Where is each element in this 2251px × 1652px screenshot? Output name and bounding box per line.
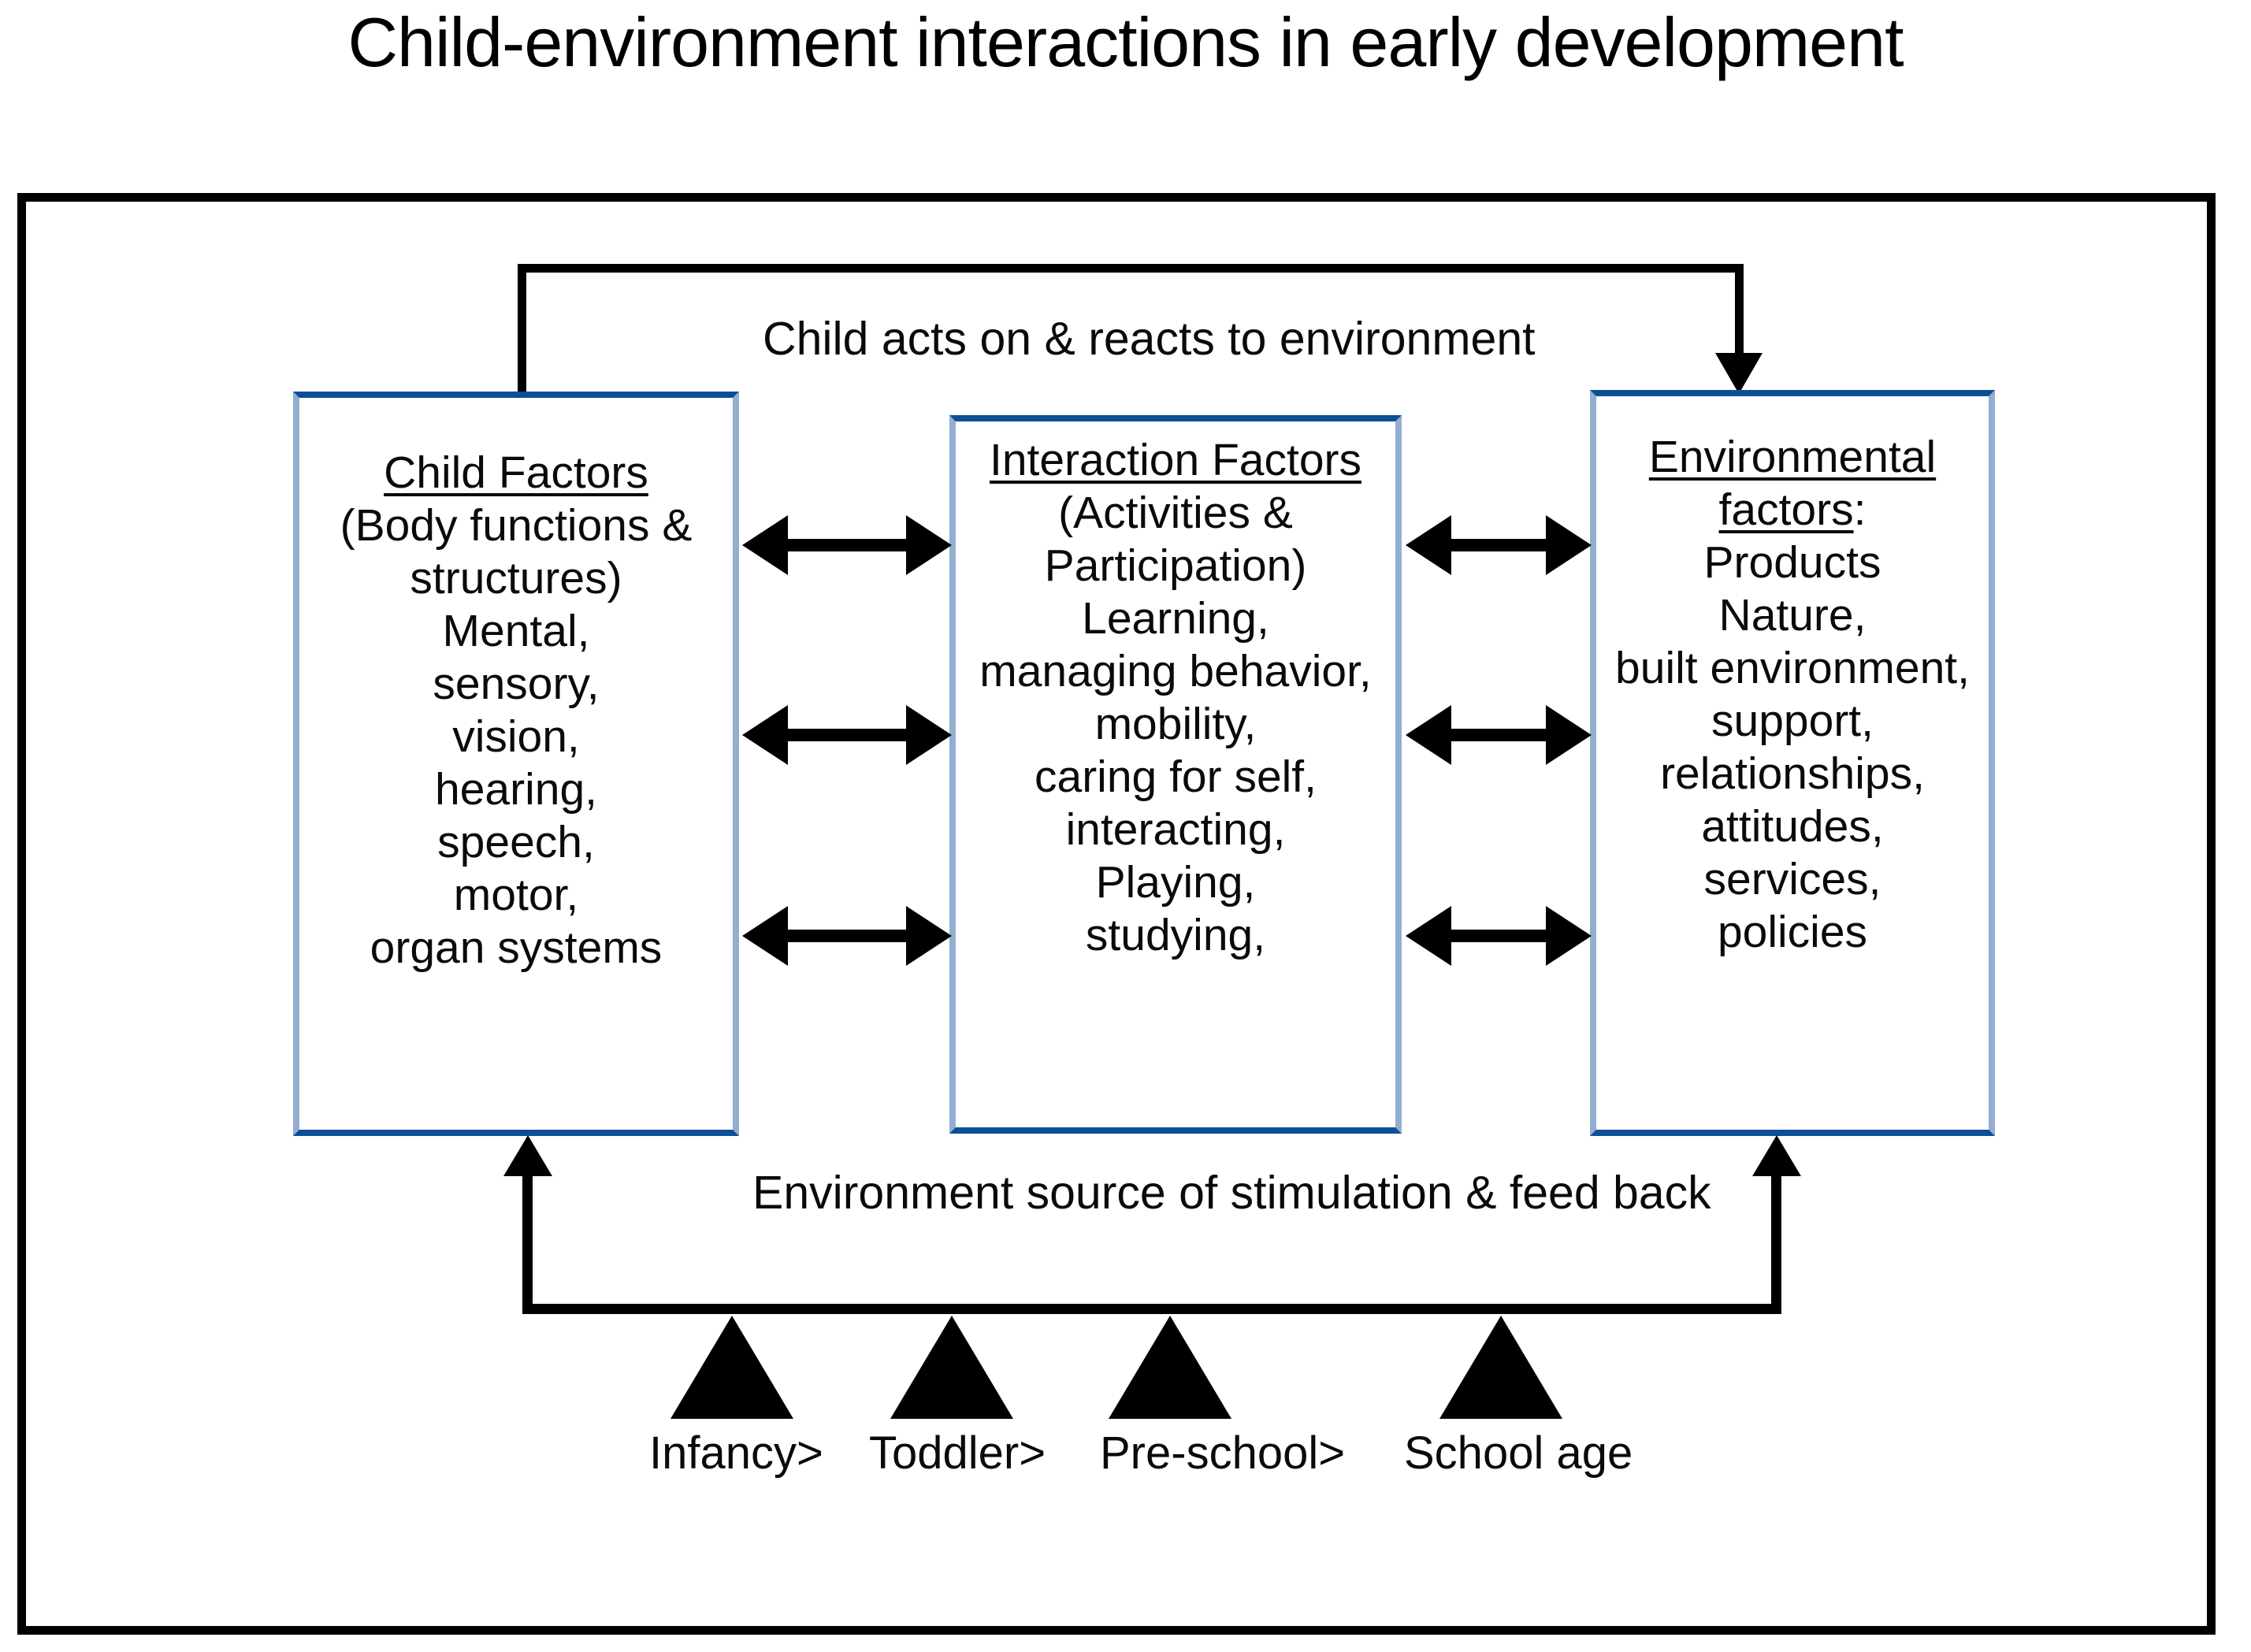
box-child-factors-line: organ systems xyxy=(370,922,663,973)
triangle-marker-icon xyxy=(1109,1316,1231,1419)
arrow-head-right-icon xyxy=(1546,515,1592,575)
bidirectional-arrow-interaction-environment-top xyxy=(1406,515,1592,575)
box-environmental-factors-heading-line2-wrap: factors: xyxy=(1596,484,1989,536)
box-interaction-factors-line: Learning, xyxy=(1082,592,1269,644)
bidirectional-arrow-child-interaction-bottom xyxy=(742,906,952,966)
box-environmental-factors-heading-colon: : xyxy=(1853,484,1867,535)
arrow-head-right-icon xyxy=(1546,705,1592,765)
bidirectional-arrow-child-interaction-top xyxy=(742,515,952,575)
box-child-factors[interactable]: Child Factors (Body functions & structur… xyxy=(293,392,739,1136)
bidirectional-arrow-interaction-environment-bottom xyxy=(1406,906,1592,966)
triangle-marker-icon xyxy=(1439,1316,1562,1419)
stage-marker-school-age: School age xyxy=(1404,1316,1633,1479)
bottom-loop-left-arrowhead-icon xyxy=(503,1135,552,1176)
box-environmental-factors-heading-line2: factors xyxy=(1718,484,1854,535)
bottom-loop-right-arrowhead-icon xyxy=(1752,1135,1801,1176)
box-child-factors-line: speech, xyxy=(437,816,595,867)
box-child-factors-line: structures) xyxy=(410,552,622,603)
bidirectional-arrow-interaction-environment-middle xyxy=(1406,705,1592,765)
stage-marker-infancy: Infancy> xyxy=(649,1316,823,1479)
box-interaction-factors-line: interacting, xyxy=(1065,804,1286,855)
bottom-loop-horizontal-line xyxy=(522,1304,1781,1314)
box-interaction-factors-line: Participation) xyxy=(1044,540,1307,591)
box-environmental-factors-line: support, xyxy=(1711,695,1874,746)
arrow-shaft xyxy=(1440,729,1557,741)
arrow-head-right-icon xyxy=(1546,906,1592,966)
top-loop-horizontal-line xyxy=(518,264,1744,273)
box-interaction-factors-line: caring for self, xyxy=(1034,751,1317,802)
stage-marker-toddler: Toddler> xyxy=(869,1316,1046,1479)
box-interaction-factors[interactable]: Interaction Factors (Activities & Partic… xyxy=(949,415,1402,1134)
triangle-marker-icon xyxy=(890,1316,1013,1419)
box-environmental-factors-line: policies xyxy=(1717,906,1868,957)
bottom-loop-right-segment xyxy=(1771,1174,1781,1314)
box-environmental-factors-line: services, xyxy=(1703,853,1881,904)
box-child-factors-line: vision, xyxy=(452,711,580,762)
bidirectional-arrow-child-interaction-middle xyxy=(742,705,952,765)
stage-label: School age xyxy=(1404,1427,1633,1479)
box-child-factors-content: Child Factors (Body functions & structur… xyxy=(285,447,747,974)
box-environmental-factors-content: Environmental factors: Products Nature, … xyxy=(1588,431,1997,959)
box-environmental-factors-line: built environment, xyxy=(1615,642,1970,693)
box-environmental-factors-line: relationships, xyxy=(1660,748,1925,799)
arrow-head-right-icon xyxy=(906,906,952,966)
box-environmental-factors-line: Products xyxy=(1703,536,1881,588)
box-interaction-factors-line: Playing, xyxy=(1095,856,1256,908)
box-child-factors-line: sensory, xyxy=(433,658,600,709)
box-interaction-factors-line: managing behavior, xyxy=(979,645,1372,696)
box-interaction-factors-line: studying, xyxy=(1085,909,1266,960)
top-loop-left-segment xyxy=(518,264,526,396)
box-child-factors-line: (Body functions & xyxy=(340,499,693,551)
box-environmental-factors-line: Nature, xyxy=(1718,589,1867,640)
box-environmental-factors-line: attitudes, xyxy=(1701,800,1884,852)
arrow-shaft xyxy=(777,930,917,942)
arrow-head-right-icon xyxy=(906,515,952,575)
top-loop-right-segment xyxy=(1735,264,1744,362)
arrow-shaft xyxy=(1440,539,1557,551)
box-interaction-factors-line: (Activities & xyxy=(1058,487,1293,538)
box-child-factors-line: Mental, xyxy=(442,605,590,656)
box-child-factors-line: motor, xyxy=(453,869,579,920)
triangle-marker-icon xyxy=(670,1316,793,1419)
box-environmental-factors-heading-line1: Environmental xyxy=(1648,432,1937,482)
stage-marker-pre-school: Pre-school> xyxy=(1087,1316,1346,1479)
arrow-shaft xyxy=(777,729,917,741)
bottom-loop-left-segment xyxy=(522,1174,533,1314)
stage-label: Toddler> xyxy=(869,1427,1046,1479)
box-child-factors-line: hearing, xyxy=(435,763,597,815)
top-loop-caption: Child acts on & reacts to environment xyxy=(763,313,1536,365)
arrow-shaft xyxy=(1440,930,1557,942)
page-title: Child-environment interactions in early … xyxy=(347,3,1904,81)
arrow-shaft xyxy=(777,539,917,551)
box-interaction-factors-heading: Interaction Factors xyxy=(989,435,1362,485)
arrow-head-right-icon xyxy=(906,705,952,765)
box-interaction-factors-content: Interaction Factors (Activities & Partic… xyxy=(946,434,1405,962)
stage-label: Pre-school> xyxy=(1100,1427,1346,1479)
stage-label: Infancy> xyxy=(649,1427,823,1479)
top-loop-arrowhead-icon xyxy=(1715,353,1763,394)
box-child-factors-heading: Child Factors xyxy=(384,447,648,498)
box-environmental-factors[interactable]: Environmental factors: Products Nature, … xyxy=(1590,390,1995,1136)
box-interaction-factors-line: mobility, xyxy=(1094,698,1257,749)
bottom-loop-caption: Environment source of stimulation & feed… xyxy=(752,1167,1711,1219)
